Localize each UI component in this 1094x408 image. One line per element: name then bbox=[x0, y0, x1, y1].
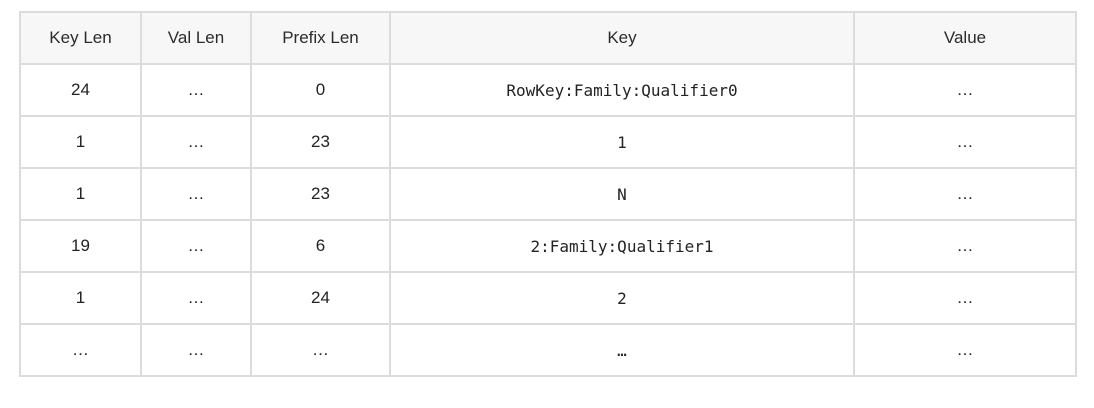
cell-key: … bbox=[389, 323, 855, 377]
cell-val-len: … bbox=[140, 167, 252, 221]
column-header-prefix-len: Prefix Len bbox=[250, 11, 391, 65]
cell-key: 2:Family:Qualifier1 bbox=[389, 219, 855, 273]
cell-value: … bbox=[853, 115, 1077, 169]
table-row: 19 … 6 2:Family:Qualifier1 … bbox=[19, 219, 1077, 273]
table-row: 1 … 24 2 … bbox=[19, 271, 1077, 325]
header-row: Key Len Val Len Prefix Len Key Value bbox=[19, 11, 1077, 65]
cell-value: … bbox=[853, 271, 1077, 325]
cell-val-len: … bbox=[140, 323, 252, 377]
table-row: 24 … 0 RowKey:Family:Qualifier0 … bbox=[19, 63, 1077, 117]
table-body: 24 … 0 RowKey:Family:Qualifier0 … 1 … 23… bbox=[19, 63, 1077, 377]
cell-key-len: 19 bbox=[19, 219, 142, 273]
cell-value: … bbox=[853, 63, 1077, 117]
cell-key-len: 1 bbox=[19, 271, 142, 325]
cell-prefix-len: 24 bbox=[250, 271, 391, 325]
cell-val-len: … bbox=[140, 219, 252, 273]
cell-prefix-len: 6 bbox=[250, 219, 391, 273]
table-row: … … … … … bbox=[19, 323, 1077, 377]
cell-key-len: 1 bbox=[19, 115, 142, 169]
cell-prefix-len: … bbox=[250, 323, 391, 377]
column-header-key-len: Key Len bbox=[19, 11, 142, 65]
table-row: 1 … 23 1 … bbox=[19, 115, 1077, 169]
cell-key: RowKey:Family:Qualifier0 bbox=[389, 63, 855, 117]
cell-prefix-len: 0 bbox=[250, 63, 391, 117]
cell-prefix-len: 23 bbox=[250, 115, 391, 169]
column-header-value: Value bbox=[853, 11, 1077, 65]
table-header: Key Len Val Len Prefix Len Key Value bbox=[19, 11, 1077, 65]
cell-key: 1 bbox=[389, 115, 855, 169]
cell-key-len: 1 bbox=[19, 167, 142, 221]
cell-key-len: … bbox=[19, 323, 142, 377]
cell-val-len: … bbox=[140, 271, 252, 325]
cell-value: … bbox=[853, 323, 1077, 377]
cell-key: 2 bbox=[389, 271, 855, 325]
column-header-val-len: Val Len bbox=[140, 11, 252, 65]
cell-val-len: … bbox=[140, 115, 252, 169]
cell-value: … bbox=[853, 219, 1077, 273]
cell-val-len: … bbox=[140, 63, 252, 117]
column-header-key: Key bbox=[389, 11, 855, 65]
cell-key: N bbox=[389, 167, 855, 221]
cell-value: … bbox=[853, 167, 1077, 221]
cell-prefix-len: 23 bbox=[250, 167, 391, 221]
cell-key-len: 24 bbox=[19, 63, 142, 117]
table-row: 1 … 23 N … bbox=[19, 167, 1077, 221]
key-value-prefix-table: Key Len Val Len Prefix Len Key Value 24 … bbox=[19, 11, 1077, 377]
key-value-table-container: Key Len Val Len Prefix Len Key Value 24 … bbox=[19, 11, 1077, 377]
